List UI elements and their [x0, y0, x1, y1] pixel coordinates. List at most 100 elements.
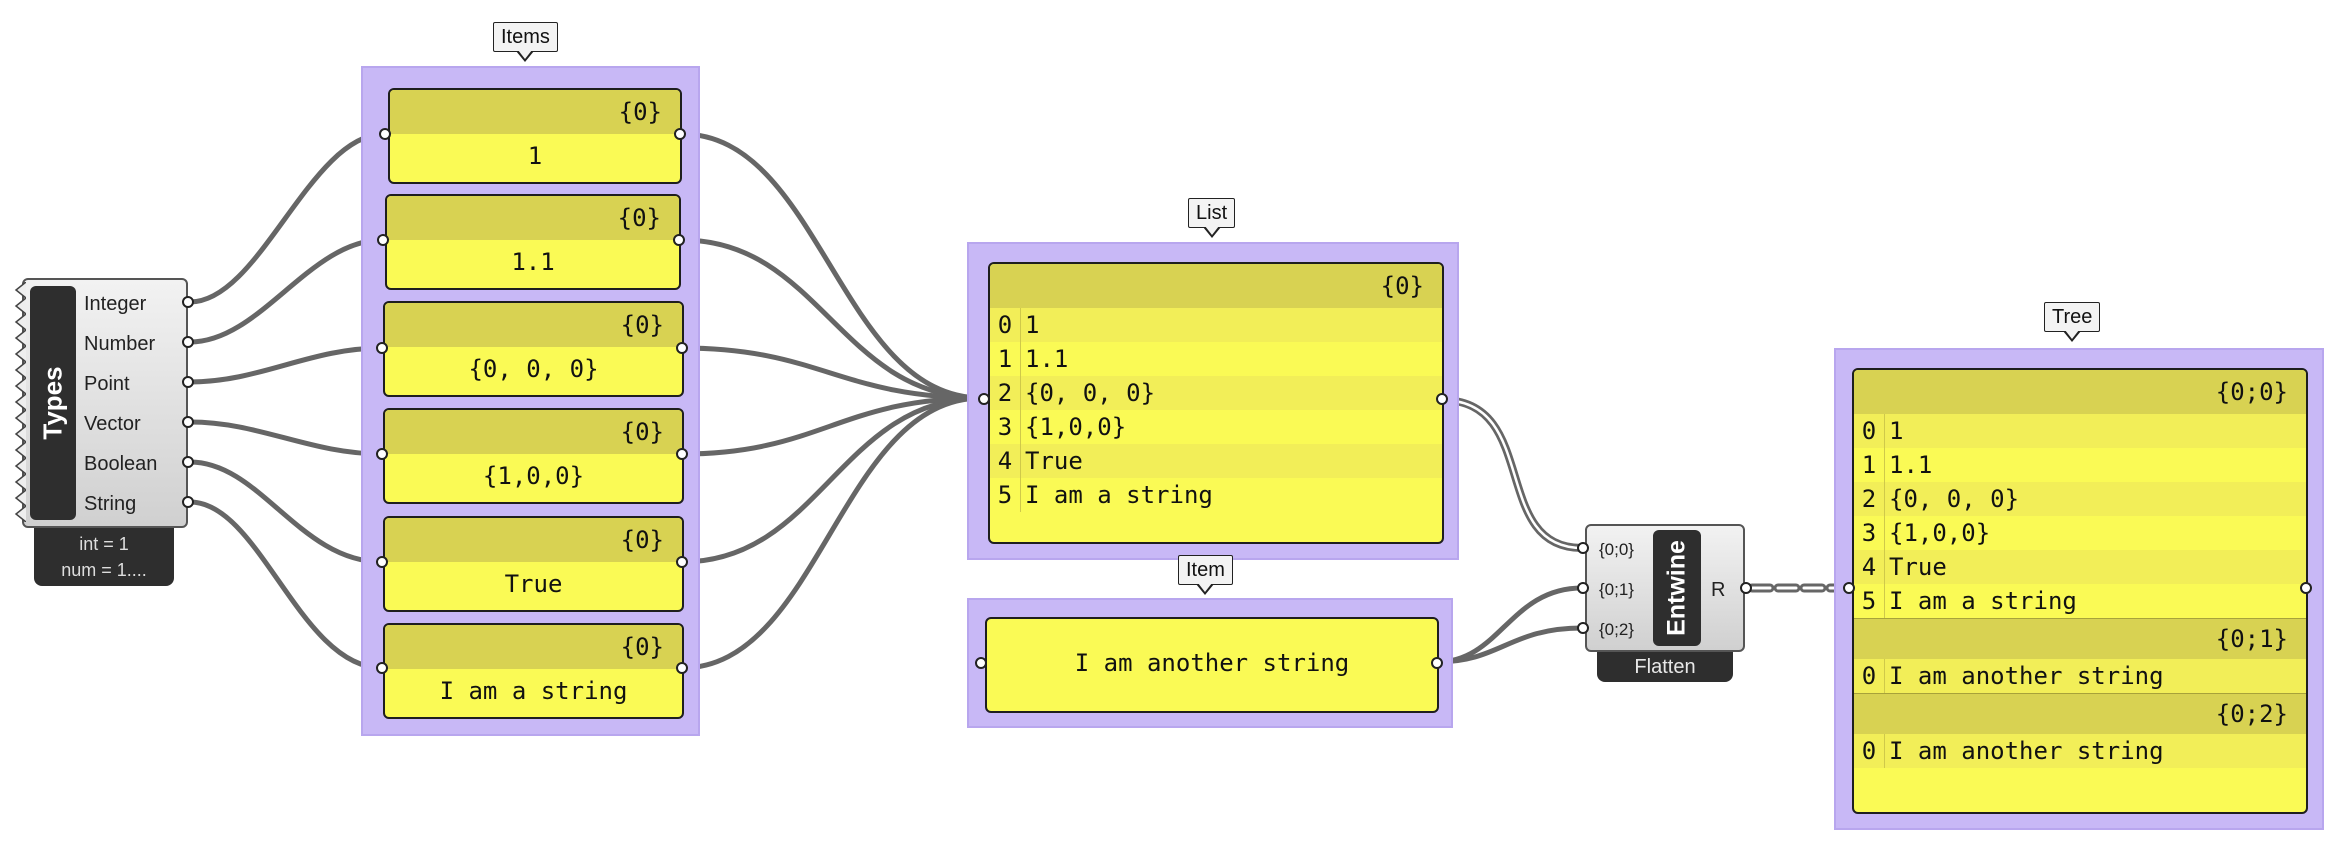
item-panel-5[interactable]: {0} True: [383, 516, 684, 612]
entwine-input-0-2-label: {0;2}: [1599, 620, 1634, 639]
panel-6-input-grip[interactable]: [376, 662, 388, 674]
item-panel-value: I am another string: [1074, 649, 1350, 677]
row-index: 5: [1854, 584, 1885, 618]
panel-path: {0}: [387, 196, 679, 240]
output-point-grip[interactable]: [182, 376, 194, 388]
panel-path: {0}: [385, 625, 682, 669]
output-boolean-label: Boolean: [84, 453, 158, 475]
entwine-input-0-1-label: {0;1}: [1599, 580, 1634, 599]
row-index: 0: [990, 308, 1021, 342]
item-panel-6[interactable]: {0} I am a string: [383, 623, 684, 719]
item-panel-3[interactable]: {0} {0, 0, 0}: [383, 301, 684, 397]
entwine-input-0-1-grip[interactable]: [1577, 582, 1589, 594]
item-panel-string[interactable]: I am another string: [985, 617, 1439, 713]
row-index: 1: [990, 342, 1021, 376]
item-output-grip[interactable]: [1431, 657, 1443, 669]
row-value: 1: [1025, 311, 1040, 339]
entwine-flatten-bar: Flatten: [1597, 652, 1733, 682]
wire-item-to-entwine-0-2: [1434, 625, 1585, 665]
panel-4-input-grip[interactable]: [376, 448, 388, 460]
item-input-grip[interactable]: [975, 657, 987, 669]
list-group-tag[interactable]: List: [1188, 198, 1236, 238]
row-value: I am another string: [1889, 737, 2164, 765]
panel-value: {0, 0, 0}: [468, 355, 599, 383]
output-vector-grip[interactable]: [182, 416, 194, 428]
panel-3-output-grip[interactable]: [676, 342, 688, 354]
row-index: 1: [1854, 448, 1885, 482]
entwine-title: Entwine: [1662, 540, 1691, 636]
tree-output-grip[interactable]: [2300, 582, 2312, 594]
types-component[interactable]: Types Integer Number Point Vector Boolea…: [14, 278, 188, 528]
row-index: 4: [1854, 550, 1885, 584]
types-component-title: Types: [37, 366, 68, 440]
item-panel-2[interactable]: {0} 1.1: [385, 194, 681, 290]
tree-input-grip[interactable]: [1843, 582, 1855, 594]
wire-item-to-entwine-0-1: [1434, 585, 1585, 665]
output-string-grip[interactable]: [182, 496, 194, 508]
types-component-title-bar: Types: [30, 286, 76, 520]
entwine-input-0-0-grip[interactable]: [1577, 542, 1589, 554]
panel-value: 1.1: [511, 248, 555, 276]
wire-panel-1-to-list: [679, 131, 985, 401]
wire-point-to-panel-3: [187, 345, 385, 385]
output-number-grip[interactable]: [182, 336, 194, 348]
output-integer-grip[interactable]: [182, 296, 194, 308]
tree-branch-0-1-path: {0;1}: [1854, 618, 2306, 659]
wire-string-to-panel-6: [187, 499, 385, 671]
row-value: 1.1: [1889, 451, 1933, 479]
list-output-grip[interactable]: [1436, 393, 1448, 405]
entwine-input-0-0-label: {0;0}: [1599, 540, 1634, 559]
panel-5-input-grip[interactable]: [376, 556, 388, 568]
row-value: {0, 0, 0}: [1889, 485, 2020, 513]
types-component-body[interactable]: Types Integer Number Point Vector Boolea…: [22, 278, 188, 528]
panel-3-input-grip[interactable]: [376, 342, 388, 354]
row-index: 0: [1854, 734, 1885, 768]
items-group-tag[interactable]: Items: [493, 22, 558, 62]
wire-panel-2-to-list: [679, 237, 985, 401]
panel-4-output-grip[interactable]: [676, 448, 688, 460]
tree-branch-0-2-path: {0;2}: [1854, 693, 2306, 734]
list-row: 3{1,0,0}: [990, 410, 1442, 444]
wire-panel-5-to-list: [679, 395, 985, 565]
output-boolean-grip[interactable]: [182, 456, 194, 468]
row-value: {1,0,0}: [1025, 413, 1127, 441]
panel-5-output-grip[interactable]: [676, 556, 688, 568]
wire-integer-to-panel-1: [187, 131, 387, 305]
row-index: 0: [1854, 414, 1885, 448]
panel-2-input-grip[interactable]: [377, 234, 389, 246]
panel-value: {1,0,0}: [482, 462, 585, 490]
panel-value: I am a string: [439, 677, 628, 705]
entwine-component[interactable]: {0;0} {0;1} {0;2} Entwine R: [1585, 524, 1745, 652]
tree-branch-0-0-path: {0;0}: [1854, 370, 2306, 414]
row-index: 3: [1854, 516, 1885, 550]
panel-path: {0}: [385, 410, 682, 454]
panel-2-output-grip[interactable]: [673, 234, 685, 246]
row-value: 1: [1889, 417, 1904, 445]
panel-6-output-grip[interactable]: [676, 662, 688, 674]
tree-group-tag[interactable]: Tree: [2044, 302, 2101, 342]
wire-list-to-entwine-0-0: [1438, 396, 1586, 552]
row-index: 2: [990, 376, 1021, 410]
preview-line-1: int = 1: [79, 534, 129, 554]
panel-1-output-grip[interactable]: [674, 128, 686, 140]
entwine-output-r-grip[interactable]: [1740, 582, 1752, 594]
item-panel-1[interactable]: {0} 1: [388, 88, 682, 184]
list-panel-path: {0}: [990, 264, 1442, 308]
row-value: I am another string: [1889, 662, 2164, 690]
panel-1-input-grip[interactable]: [379, 128, 391, 140]
wire-panel-4-to-list: [679, 395, 985, 457]
item-group-tag[interactable]: Item: [1178, 555, 1233, 595]
item-panel-4[interactable]: {0} {1,0,0}: [383, 408, 684, 504]
panel-path: {0}: [385, 303, 682, 347]
entwine-input-0-2-grip[interactable]: [1577, 622, 1589, 634]
list-input-grip[interactable]: [978, 393, 990, 405]
